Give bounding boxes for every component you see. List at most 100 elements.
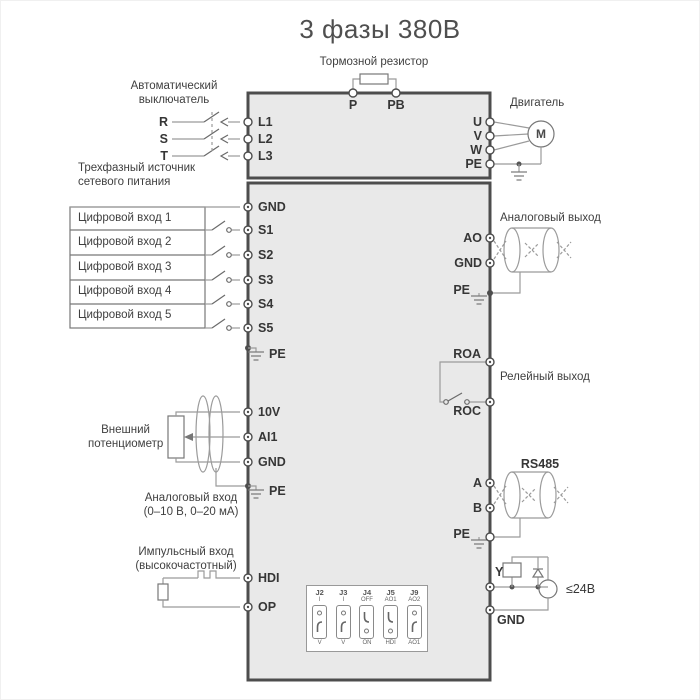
potentiometer-icon (167, 411, 240, 463)
dip-j2-switch-icon (312, 605, 328, 639)
terminal-v: V (473, 129, 482, 143)
relay-coil-icon (494, 556, 558, 611)
dip-j5-switch-icon (383, 605, 399, 639)
terminal-pb: PB (387, 98, 405, 112)
terminal-gnd-analog: GND (258, 455, 286, 469)
ground-icon-pe-left1 (245, 345, 264, 361)
terminal-10v: 10V (258, 405, 281, 419)
terminal-l1: L1 (258, 115, 273, 129)
source-label: Трехфазный источник сетевого питания (78, 162, 196, 188)
ground-icon-motor (511, 171, 527, 181)
circuit-breaker-icon (172, 111, 240, 161)
motor-symbol: M (536, 127, 546, 141)
relay-contact-icon (439, 361, 487, 405)
dip-switch-block: J2 I V J3 I V J4 OFF ON J5 AO1 HDI J9 AO… (306, 585, 428, 652)
terminal-roa: ROA (453, 347, 481, 361)
digital-input-boxes (69, 206, 206, 329)
digital-input-1-label: Цифровой вход 1 (78, 212, 172, 224)
digital-input-2-label: Цифровой вход 2 (78, 236, 172, 248)
dip-j5-name: J5 (386, 588, 395, 597)
terminal-gnd-right: GND (454, 256, 482, 270)
terminal-roc: ROC (453, 404, 481, 418)
dip-j2-top-label: I (318, 597, 321, 603)
dip-j4-top-label: OFF (360, 597, 373, 603)
dip-switch-j3: J3 I V (332, 589, 354, 647)
terminal-gnd-top: GND (258, 200, 286, 214)
terminal-p: P (348, 98, 358, 112)
dip-j2-name: J2 (315, 588, 324, 597)
terminal-hdi: HDI (258, 571, 280, 585)
motor-label: Двигатель (510, 97, 565, 109)
analog-input-label: Аналоговый вход (0–10 В, 0–20 мА) (143, 492, 239, 518)
dip-j3-switch-icon (335, 605, 351, 639)
terminal-op: OP (258, 600, 277, 614)
relay-output-label: Релейный выход (500, 371, 590, 383)
shield-icon-analog-output (493, 227, 572, 273)
terminal-s3: S3 (258, 273, 274, 287)
terminal-pe-right2: PE (453, 527, 470, 541)
dip-j9-name: J9 (410, 588, 419, 597)
dip-j3-bottom-label: V (341, 640, 346, 646)
voltage-24v-label: ≤24В (566, 582, 596, 596)
terminal-s1: S1 (258, 223, 274, 237)
dip-j9-top-label: AO2 (408, 597, 421, 603)
dip-switch-j5: J5 AO1 HDI (380, 589, 402, 647)
terminal-pe-left1: PE (269, 347, 286, 361)
terminal-ao: AO (463, 231, 482, 245)
terminal-s4: S4 (258, 297, 274, 311)
analog-output-label: Аналоговый выход (500, 212, 601, 224)
dip-switch-j9: J9 AO2 AO1 (403, 589, 425, 647)
ground-icon-pe-right1 (471, 272, 521, 305)
terminal-w: W (470, 143, 482, 157)
potentiometer-label: Внешний потенциометр (88, 424, 164, 450)
ground-icon-pe-left2 (215, 468, 264, 499)
dip-j9-switch-icon (406, 605, 422, 639)
terminal-pe-right1: PE (453, 283, 470, 297)
shield-icon-analog-input (195, 395, 224, 473)
pulse-input-label: Импульсный вход (высокочастотный) (135, 546, 237, 572)
terminal-circles-control (243, 202, 495, 615)
terminal-pe-power: PE (465, 157, 482, 171)
terminal-y: Y (495, 565, 504, 579)
terminal-s2: S2 (258, 248, 274, 262)
digital-input-switch-icons (205, 220, 240, 331)
pulse-input-icon (157, 570, 240, 608)
terminal-pe-left2: PE (269, 484, 286, 498)
dip-j9-bottom-label: AO1 (408, 640, 421, 646)
terminal-l3: L3 (258, 149, 273, 163)
dip-j2-bottom-label: V (317, 640, 322, 646)
phase-t-label: T (160, 149, 168, 163)
dip-j4-switch-icon (359, 605, 375, 639)
terminal-a: A (472, 476, 482, 490)
digital-input-3-label: Цифровой вход 3 (78, 261, 172, 273)
terminal-ai1: AI1 (258, 430, 278, 444)
dip-j5-bottom-label: HDI (385, 640, 396, 646)
diagram-title: 3 фазы 380В (299, 14, 461, 44)
brake-resistor-icon (352, 73, 397, 89)
terminal-s5: S5 (258, 321, 274, 335)
breaker-label: Автоматический выключатель (130, 80, 218, 106)
dip-j4-name: J4 (362, 588, 372, 597)
ground-icon-pe-right2 (471, 518, 521, 549)
terminal-circles-power (243, 88, 495, 169)
terminal-dots (246, 205, 492, 612)
dip-switch-j2: J2 I V (309, 589, 331, 647)
brake-resistor-label: Тормозной резистор (319, 56, 429, 68)
dip-switch-j4: J4 OFF ON (356, 589, 378, 647)
motor-icon (493, 120, 555, 172)
phase-r-label: R (158, 115, 168, 129)
rs485-label: RS485 (520, 457, 560, 471)
phase-s-label: S (159, 132, 168, 146)
digital-input-4-label: Цифровой вход 4 (78, 285, 172, 297)
terminal-u: U (472, 115, 482, 129)
terminal-b: B (472, 501, 482, 515)
power-section-box (246, 91, 492, 180)
dip-j5-top-label: AO1 (384, 597, 397, 603)
dip-j3-name: J3 (339, 588, 348, 597)
dip-j4-bottom-label: ON (362, 640, 372, 646)
terminal-l2: L2 (258, 132, 273, 146)
terminal-gnd-bottom: GND (497, 613, 525, 627)
digital-input-5-label: Цифровой вход 5 (78, 309, 172, 321)
dip-j3-top-label: I (342, 597, 345, 603)
